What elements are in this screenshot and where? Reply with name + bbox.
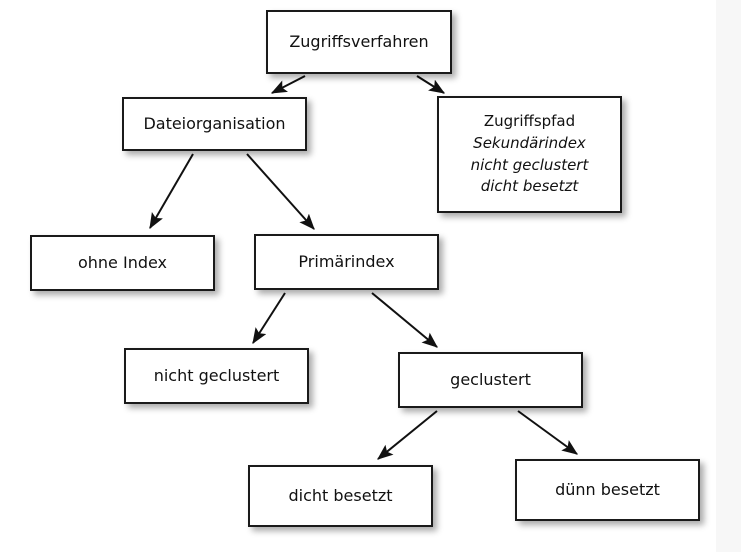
node-label-line-2: Sekundärindex — [473, 133, 586, 152]
node-label: Zugriffspfad — [483, 112, 576, 130]
node-nicht-geclustert[interactable]: nicht geclustert — [124, 348, 309, 404]
node-geclustert[interactable]: geclustert — [398, 352, 583, 408]
node-label: Zugriffsverfahren — [289, 32, 429, 52]
node-label: dicht besetzt — [288, 486, 393, 506]
node-label: Primärindex — [298, 252, 395, 272]
node-primaerindex[interactable]: Primärindex — [254, 234, 439, 290]
edge-primaerindex-nicht-geclustert — [252, 292, 286, 345]
node-zugriffsverfahren[interactable]: Zugriffsverfahren — [266, 10, 452, 74]
node-zugriffspfad[interactable]: Zugriffspfad Sekundärindex nicht geclust… — [437, 96, 622, 213]
node-label-line-4: dicht besetzt — [480, 177, 579, 196]
node-label: Dateiorganisation — [143, 114, 286, 134]
node-label: nicht geclustert — [153, 366, 280, 386]
node-dateiorganisation[interactable]: Dateiorganisation — [122, 97, 307, 151]
edge-dateiorganisation-ohne-index — [149, 153, 194, 230]
node-dicht-besetzt[interactable]: dicht besetzt — [248, 465, 433, 527]
node-duenn-besetzt[interactable]: dünn besetzt — [515, 459, 700, 521]
node-label: dünn besetzt — [555, 480, 660, 500]
node-label: geclustert — [450, 370, 531, 390]
node-ohne-index[interactable]: ohne Index — [30, 235, 215, 291]
node-label: ohne Index — [77, 253, 168, 273]
edge-geclustert-dicht-besetzt — [377, 410, 438, 460]
node-label-line-3: nicht geclustert — [470, 155, 589, 174]
edge-zugriffsverfahren-zugriffspfad — [416, 75, 446, 94]
edge-dateiorganisation-primaerindex — [246, 153, 315, 230]
edge-geclustert-duenn-besetzt — [517, 410, 578, 455]
edge-zugriffsverfahren-dateiorganisation — [270, 75, 306, 94]
edge-primaerindex-geclustert — [371, 292, 438, 348]
